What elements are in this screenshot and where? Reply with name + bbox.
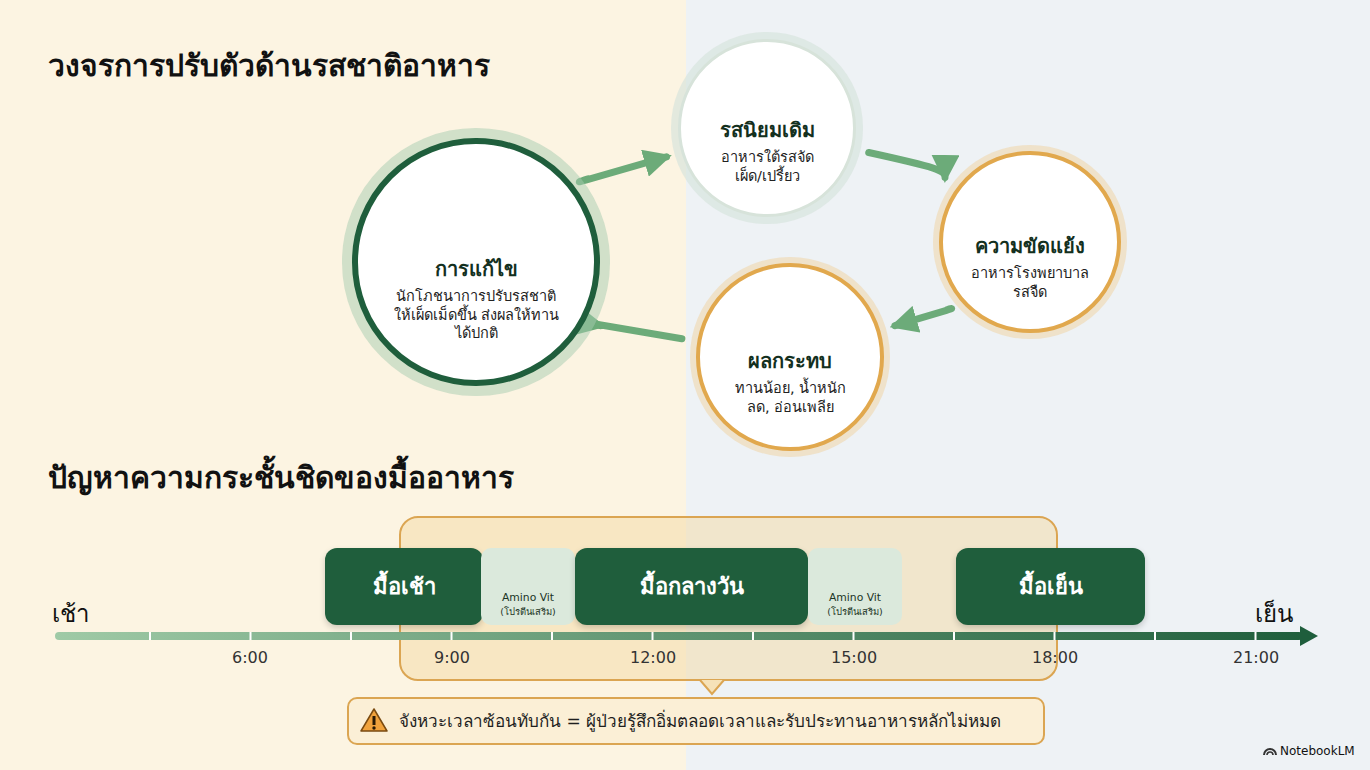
node-content: Amino Vit(โปรตีนเสริม): [808, 591, 902, 619]
node-body: ทานน้อย, น้ำหนักลด, อ่อนเพลีย: [726, 379, 854, 417]
cycle-step-circle: รสนิยมเดิมอาหารใต้รสจัด เผ็ด/เปรี้ยว: [678, 39, 855, 216]
cycle-step-circle: ความขัดแย้งอาหารโรงพยาบาล รสจืด: [939, 151, 1120, 332]
supplement-box: Amino Vit(โปรตีนเสริม): [481, 548, 575, 625]
axis-tick: [752, 632, 754, 640]
axis-tick: [953, 632, 955, 640]
cycle-arrow: [579, 157, 666, 182]
cycle-arrow: [869, 152, 945, 177]
supplement-box: Amino Vit(โปรตีนเสริม): [808, 548, 902, 625]
node-content: มื้อเช้า: [325, 548, 483, 625]
node-heading: รสนิยมเดิม: [708, 114, 827, 146]
icon-part: [1264, 749, 1276, 755]
node-heading: มื้อกลางวัน: [640, 569, 744, 604]
node-content: ความขัดแย้งอาหารโรงพยาบาล รสจืด: [970, 230, 1091, 302]
node-content: มื้อเย็น: [956, 548, 1145, 625]
cycle-arrow: [895, 309, 952, 326]
node-content: จังหวะเวลาซ้อนทับกัน = ผู้ป่วยรู้สึกอิ่ม…: [349, 699, 1043, 743]
node-body: (โปรตีนเสริม): [808, 604, 902, 619]
time-label: 21:00: [1233, 648, 1279, 667]
title: วงจรการปรับตัวด้านรสชาติอาหาร: [48, 42, 490, 89]
node-content: รสนิยมเดิมอาหารใต้รสจัด เผ็ด/เปรี้ยว: [708, 114, 827, 186]
callout-pointer: [700, 680, 724, 694]
node-heading: มื้อเย็น: [1019, 569, 1083, 604]
meal-box: มื้อเย็น: [956, 548, 1145, 625]
axis-tick: [1154, 632, 1156, 640]
notebook-icon: [1264, 749, 1276, 755]
node-heading: ผลกระทบ: [726, 345, 855, 377]
meal-box: มื้อเช้า: [325, 548, 483, 625]
meal-box: มื้อกลางวัน: [575, 548, 808, 625]
timeline-axis: [55, 626, 1318, 646]
warning-note: จังหวะเวลาซ้อนทับกัน = ผู้ป่วยรู้สึกอิ่ม…: [347, 697, 1045, 745]
node-body: นักโภชนาการปรับรสชาติ ให้เผ็ดเม็ดขึ้น ส่…: [391, 287, 561, 344]
solution-circle: การแก้ไขนักโภชนาการปรับรสชาติ ให้เผ็ดเม็…: [352, 138, 599, 385]
node-heading: Amino Vit: [808, 591, 902, 604]
time-label: 9:00: [434, 648, 470, 667]
time-label: 15:00: [831, 648, 877, 667]
section-heading: ปัญหาความกระชั้นชิดของมื้ออาหาร: [48, 454, 514, 501]
axis-start-label: เช้า: [52, 594, 89, 633]
axis-end-label: เย็น: [1255, 594, 1293, 633]
axis-tick: [451, 632, 453, 640]
axis-tick: [551, 632, 553, 640]
axis-tick: [1255, 632, 1257, 640]
cycle-arrow: [591, 323, 682, 338]
node-body: อาหารโรงพยาบาล รสจืด: [970, 264, 1090, 302]
axis-arrowhead: [1300, 626, 1318, 646]
node-body: อาหารใต้รสจัด เผ็ด/เปรี้ยว: [708, 148, 826, 186]
node-content: Amino Vit(โปรตีนเสริม): [481, 591, 575, 619]
axis-tick: [250, 632, 252, 640]
node-content: การแก้ไขนักโภชนาการปรับรสชาติ ให้เผ็ดเม็…: [391, 253, 562, 344]
node-content: ผลกระทบทานน้อย, น้ำหนักลด, อ่อนเพลีย: [726, 345, 855, 417]
icon-part: [1267, 752, 1273, 755]
axis-tick: [350, 632, 352, 640]
axis-tick: [652, 632, 654, 640]
time-label: 18:00: [1032, 648, 1078, 667]
axis-tick: [149, 632, 151, 640]
node-heading: Amino Vit: [481, 591, 575, 604]
cycle-step-circle: ผลกระทบทานน้อย, น้ำหนักลด, อ่อนเพลีย: [696, 263, 883, 450]
node-body: (โปรตีนเสริม): [481, 604, 575, 619]
axis-ticks: [150, 632, 1256, 640]
node-heading: มื้อเช้า: [373, 569, 436, 604]
axis-tick: [1054, 632, 1056, 640]
watermark: NotebookLM: [1280, 744, 1355, 758]
node-heading: การแก้ไข: [391, 253, 562, 285]
time-label: 12:00: [630, 648, 676, 667]
node-content: มื้อกลางวัน: [575, 548, 808, 625]
axis-tick: [853, 632, 855, 640]
node-heading: จังหวะเวลาซ้อนทับกัน = ผู้ป่วยรู้สึกอิ่ม…: [399, 707, 1001, 735]
axis-bar: [55, 632, 1303, 640]
time-label: 6:00: [232, 648, 268, 667]
node-heading: ความขัดแย้ง: [970, 230, 1091, 262]
